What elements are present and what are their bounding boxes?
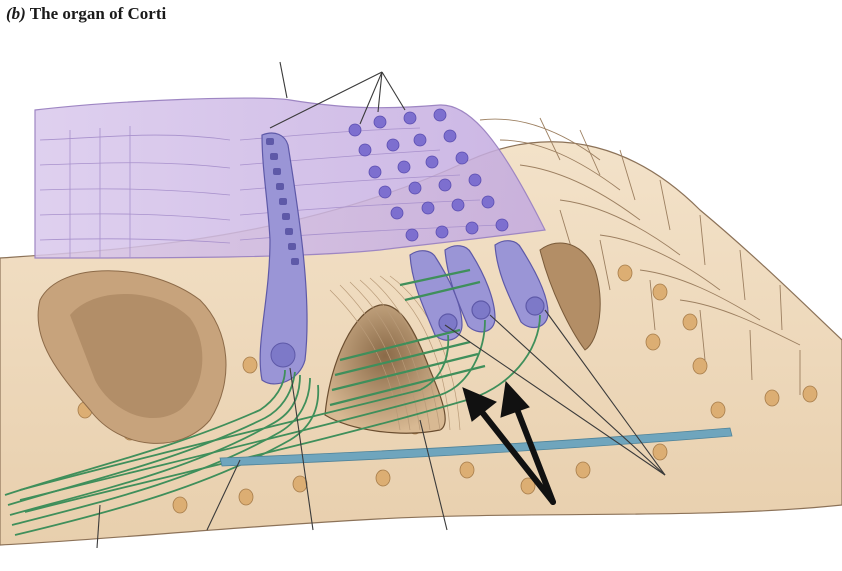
inner-sulcus-shadow — [70, 293, 203, 419]
figure-title: (b) The organ of Corti — [6, 4, 166, 24]
stereocilia-bundles — [348, 108, 509, 242]
stereocilia-leader-line-1 — [269, 71, 383, 129]
outer-hair-cell — [494, 240, 549, 329]
outer-hair-cell-leader-line-2 — [489, 314, 666, 476]
black-arrow-icon — [462, 380, 556, 505]
figure-part-label: (b) — [6, 4, 26, 23]
leader-lines — [96, 61, 666, 549]
outer-hair-cell-leader-line-3 — [544, 309, 666, 476]
inner-hair-cell-leader-line — [289, 367, 314, 531]
nerve-fibers — [4, 314, 541, 536]
basilar-membrane — [219, 427, 733, 467]
basilar-leader-line — [206, 459, 241, 531]
outer-tunnel — [539, 242, 601, 351]
spiral-fibers — [329, 268, 486, 407]
outer-support-cells — [479, 117, 801, 395]
inner-hair-cell — [259, 132, 308, 385]
outer-hair-cell-leader-line-1 — [444, 324, 666, 476]
outer-hair-cell — [444, 245, 496, 333]
outer-hair-cell — [409, 250, 463, 341]
stereocilia-leader-line-2 — [359, 71, 383, 125]
tectorial-leader-line — [279, 61, 288, 99]
figure-title-text: The organ of Corti — [29, 4, 167, 23]
tunnel-leader-line — [419, 419, 448, 531]
outer-hair-cells — [409, 240, 549, 341]
stereocilia-leader-line-3 — [377, 71, 383, 113]
tectorial-fibers — [39, 126, 501, 258]
nerve-leader-line — [96, 504, 101, 549]
pillar-cell-fibers — [329, 275, 461, 431]
inner-hair-cell-nucleus — [270, 342, 296, 368]
stereocilia-leader-line-4 — [381, 71, 406, 111]
